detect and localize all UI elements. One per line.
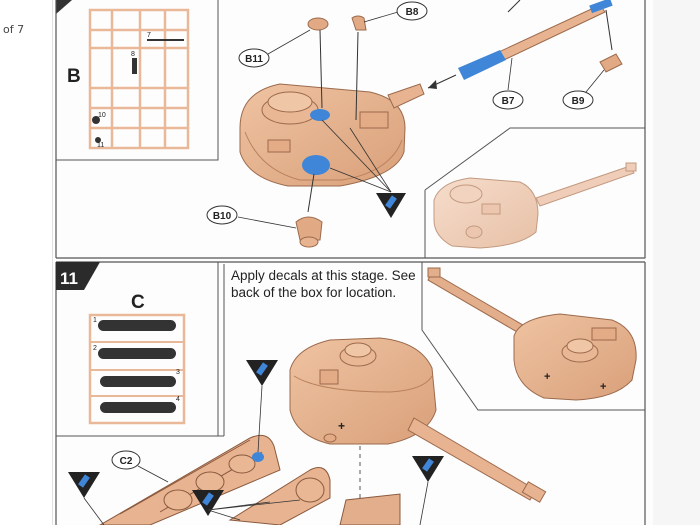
part-b7-barrel	[427, 0, 613, 89]
sprue-c-track-3	[100, 376, 176, 387]
sprue-b-frame	[88, 8, 190, 150]
part-b8	[351, 15, 367, 31]
svg-text:+: +	[600, 381, 606, 393]
sprue-b-box: B 7 8 10 11	[55, 0, 219, 161]
svg-text:B7: B7	[502, 96, 515, 107]
sprue-c-track-4	[100, 402, 176, 413]
step-11-frame: 11	[55, 261, 646, 525]
step-11-turret: +	[289, 337, 547, 525]
sprue-b-letter: B	[67, 66, 81, 87]
sprue-b-num-8: 8	[131, 51, 135, 58]
sprue-c-num-3: 3	[176, 369, 180, 376]
turret-hole-b11	[310, 109, 330, 121]
svg-text:B8: B8	[406, 7, 419, 18]
step-11-result-view: + +	[421, 262, 645, 411]
step-10-turret	[239, 83, 425, 187]
turret-hole-b10	[302, 155, 330, 175]
sprue-c-num-4: 4	[176, 396, 180, 403]
part-b11	[307, 17, 329, 31]
decal-instruction: Apply decals at this stage. See back of …	[231, 268, 416, 300]
glue-icon-step11-c	[192, 490, 301, 521]
callout-b9: B9	[562, 69, 605, 110]
sprue-b-part-11	[95, 137, 101, 143]
svg-text:+: +	[544, 371, 550, 383]
sprue-b-num-7: 7	[147, 32, 151, 39]
arrow-b10	[307, 173, 315, 213]
page-indicator: of 7	[3, 23, 25, 36]
sprue-c-track-1	[98, 320, 176, 331]
svg-text:B11: B11	[245, 54, 263, 65]
track-hole-highlight	[252, 452, 264, 462]
sprue-c-track-2	[98, 348, 176, 359]
sprue-b-part-10	[92, 116, 100, 124]
svg-text:C2: C2	[120, 456, 133, 467]
track-assembly	[99, 434, 401, 525]
callout-c2: C2	[111, 450, 169, 483]
scroll-gutter[interactable]	[653, 0, 700, 525]
sprue-c-letter: C	[131, 292, 145, 313]
sprue-b-num-10: 10	[98, 112, 106, 119]
callout-b7: B7	[492, 57, 524, 110]
arrow-b11	[319, 29, 323, 109]
sprue-b-num-11: 11	[97, 142, 104, 149]
callout-b8: B8	[363, 1, 428, 23]
viewer-margin: of 7	[0, 0, 52, 525]
sprue-c-num-1: 1	[93, 317, 97, 324]
svg-text:B9: B9	[572, 96, 585, 107]
step-11-badge	[56, 262, 100, 290]
step-10-result-view	[424, 127, 646, 259]
glue-icon-step11-a	[246, 360, 278, 453]
glue-icon-step11-b	[68, 472, 105, 525]
step-11-number: 11	[60, 269, 78, 288]
glue-icon	[321, 119, 406, 218]
sprue-c-num-2: 2	[93, 345, 97, 352]
svg-text:B10: B10	[213, 211, 232, 222]
callout-b10: B10	[206, 205, 297, 229]
callout-b11: B11	[238, 29, 311, 68]
part-b10	[295, 216, 323, 241]
sprue-b-part-8	[132, 58, 137, 74]
part-b9	[599, 53, 623, 73]
sprue-c-box: C 1 2 3 4	[56, 262, 219, 437]
arrow-b8	[355, 31, 359, 121]
glue-icon-step11-d	[412, 456, 444, 525]
svg-text:+: +	[338, 419, 345, 433]
